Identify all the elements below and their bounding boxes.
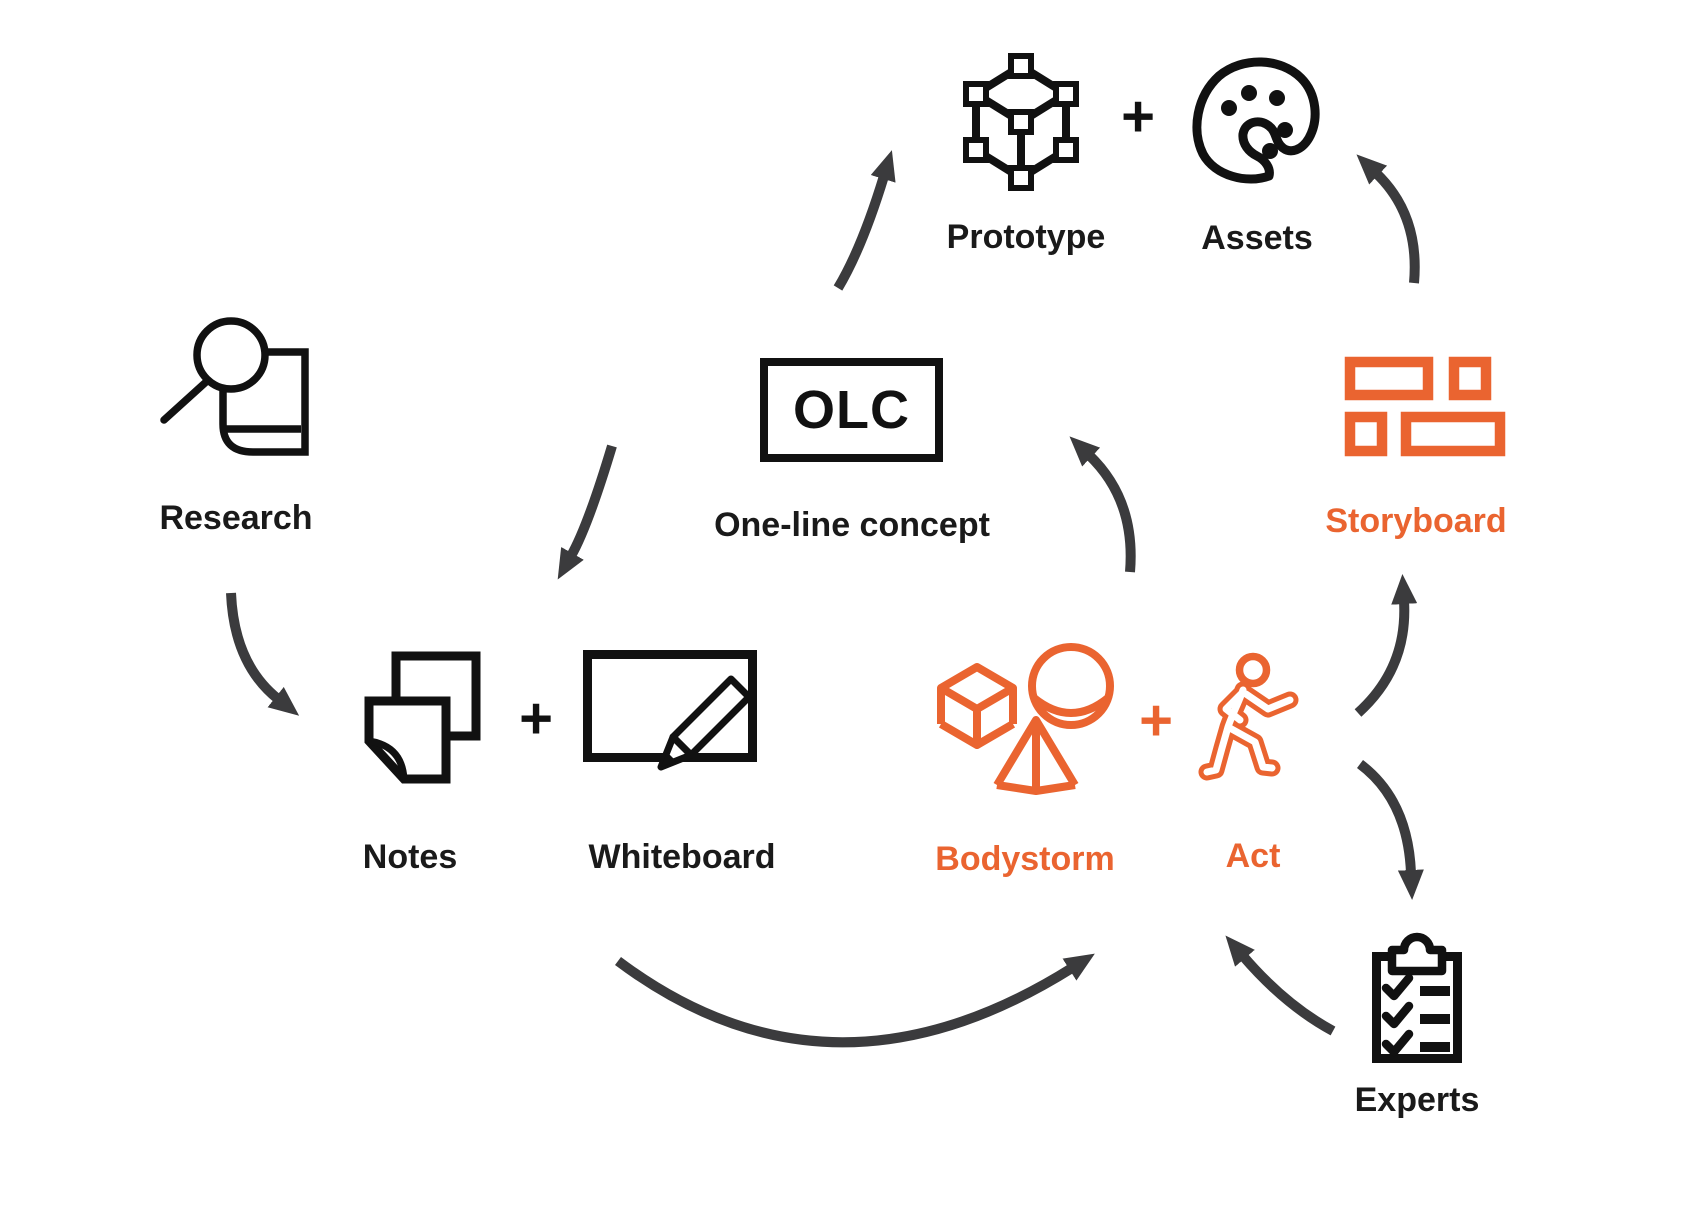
paint-palette-icon xyxy=(1192,57,1320,184)
label-research: Research xyxy=(159,499,313,537)
shape-sphere xyxy=(1028,643,1114,729)
arrow-olc-to-prototype xyxy=(833,150,896,291)
label-prototype: Prototype xyxy=(946,218,1106,256)
arrow-experts-to-act xyxy=(1225,935,1336,1036)
label-assets: Assets xyxy=(1201,219,1313,257)
sticky-notes-icon xyxy=(364,651,481,784)
shapes-icon xyxy=(937,643,1114,795)
arrow-storyboard-to-experts xyxy=(1356,760,1424,900)
label-experts: Experts xyxy=(1354,1081,1480,1119)
arrow-research-to-notes xyxy=(226,592,300,716)
wireframe-cube-icon xyxy=(963,53,1079,191)
label-whiteboard: Whiteboard xyxy=(588,838,776,876)
pencil-icon xyxy=(657,675,753,771)
label-act: Act xyxy=(1225,837,1281,875)
arrow-bodystorm-to-olc xyxy=(1069,436,1136,573)
plus-icon: + xyxy=(1139,688,1173,753)
plus-icon: + xyxy=(1121,84,1155,149)
olc-abbr: OLC xyxy=(793,380,910,440)
arrow-act-to-storyboard xyxy=(1354,574,1418,717)
label-bodystorm: Bodystorm xyxy=(935,840,1115,878)
magnifier-handle xyxy=(160,378,210,424)
magnifier-lens xyxy=(193,317,269,393)
magnifier-book-icon xyxy=(160,317,309,456)
arrow-whiteboard-to-bodystorm xyxy=(615,953,1095,1048)
checklist-clipboard-icon xyxy=(1372,932,1462,1063)
whiteboard-pencil-icon xyxy=(583,650,757,771)
storyboard-frames-icon xyxy=(1344,356,1506,457)
label-notes: Notes xyxy=(362,838,458,876)
arrow-storyboard-to-assets xyxy=(1356,154,1420,284)
olc-box: OLC xyxy=(760,358,943,462)
walking-person-icon xyxy=(1198,652,1299,781)
shape-cube xyxy=(937,663,1017,749)
arrow-olc-to-whiteboard xyxy=(557,444,617,580)
shape-pyramid xyxy=(993,716,1079,795)
label-one-line-concept: One-line concept xyxy=(714,506,990,544)
label-storyboard: Storyboard xyxy=(1325,502,1507,540)
plus-icon: + xyxy=(519,686,553,751)
